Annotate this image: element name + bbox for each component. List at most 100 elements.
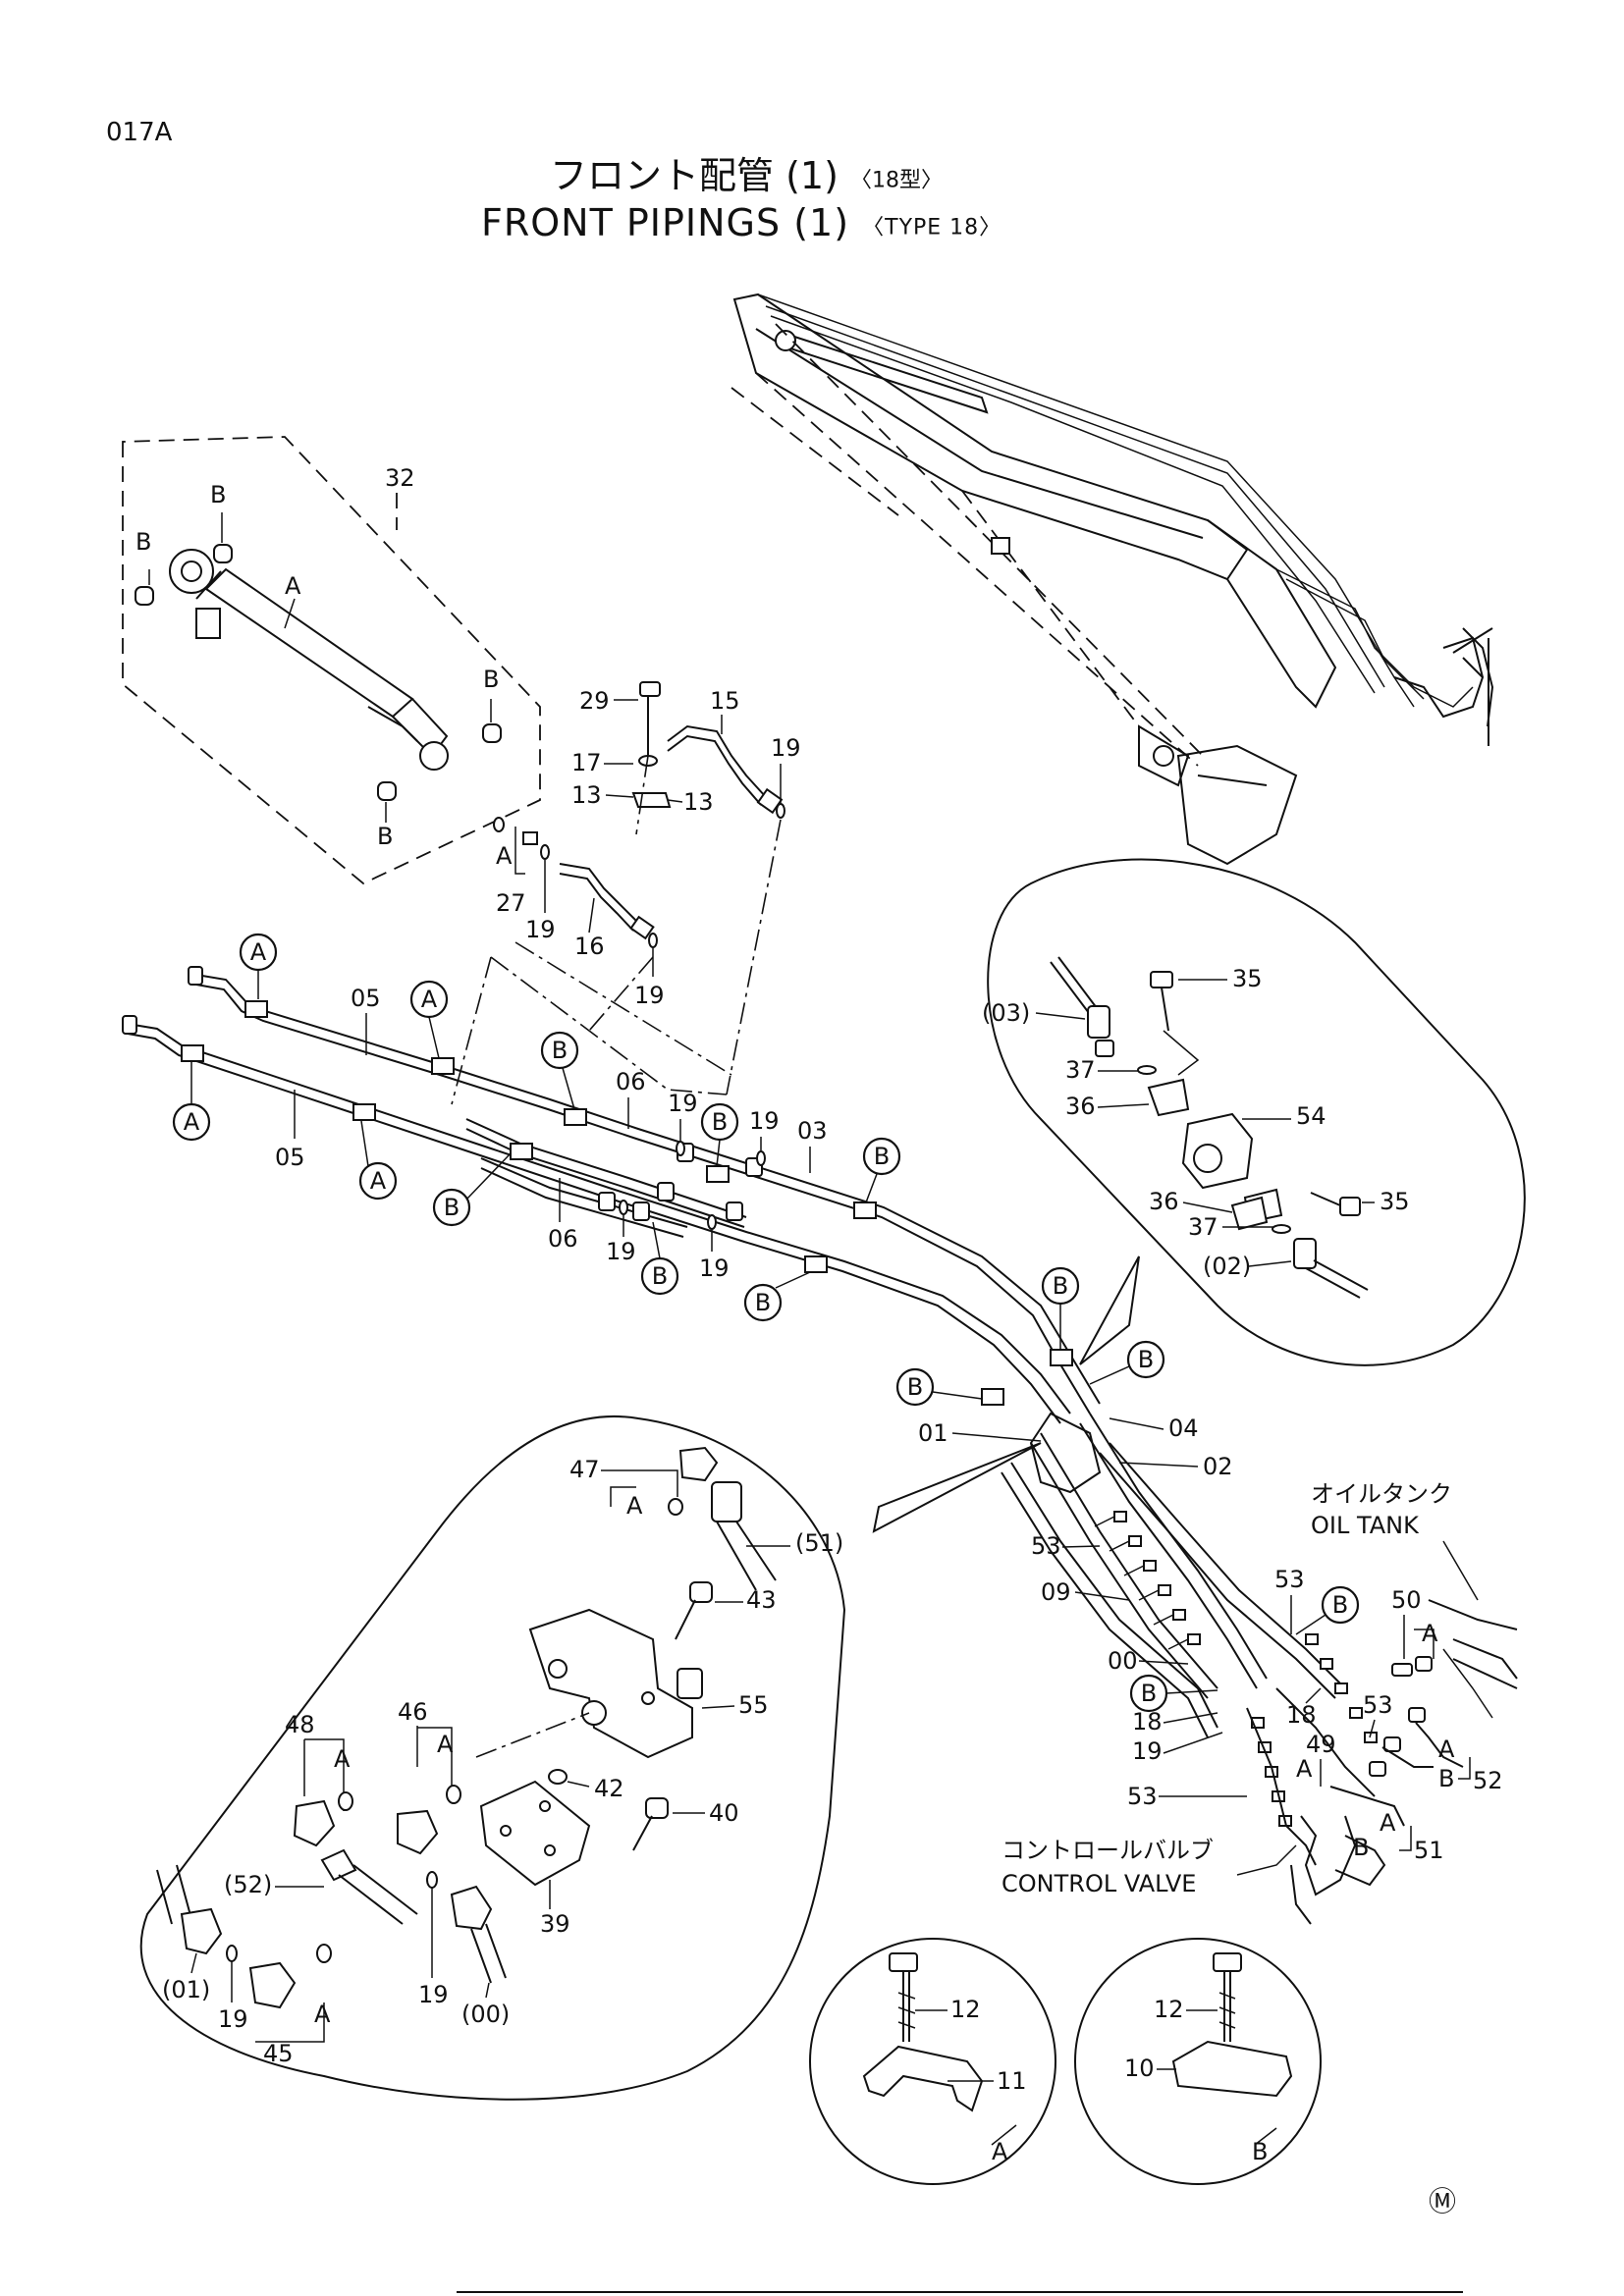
- callout-12-b: 12: [1154, 1996, 1184, 2023]
- label-a-49: A: [1296, 1755, 1313, 1783]
- callout-51: 51: [1414, 1837, 1444, 1864]
- bubble-a-3: A: [172, 1102, 211, 1142]
- callout-53-a: 53: [1031, 1532, 1061, 1560]
- callout-55: 55: [738, 1691, 769, 1719]
- control-valve-label-en: CONTROL VALVE: [1001, 1870, 1196, 1897]
- callout-29: 29: [579, 687, 610, 715]
- callout-40: 40: [709, 1799, 739, 1827]
- callout-12-a: 12: [950, 1996, 981, 2023]
- callout-10: 10: [1124, 2055, 1155, 2082]
- callout-19-a: 19: [771, 734, 801, 762]
- detail-valve-bubble: 47 A (51) 43 55 48 A 46 A: [139, 1415, 1042, 2101]
- svg-text:B: B: [1141, 1680, 1157, 1707]
- oil-tank-label-jp: オイルタンク: [1311, 1480, 1452, 1508]
- callout-19-g: 19: [699, 1255, 730, 1282]
- bubble-a-2: A: [409, 980, 449, 1019]
- control-valve-label-jp: コントロールバルブ: [1001, 1837, 1214, 1864]
- callout-36-b: 36: [1149, 1188, 1179, 1215]
- callout-49: 49: [1306, 1731, 1336, 1758]
- callout-27: 27: [496, 889, 526, 917]
- bubble-b-9: B: [895, 1367, 935, 1407]
- label-b-4: B: [377, 823, 393, 850]
- callout-37-a: 37: [1065, 1056, 1096, 1084]
- callout-05-a: 05: [351, 985, 381, 1012]
- callout-11: 11: [997, 2067, 1027, 2095]
- svg-text:B: B: [552, 1037, 568, 1064]
- callout-18-a: 18: [1132, 1708, 1163, 1735]
- callout-17: 17: [571, 749, 602, 776]
- callout-42: 42: [594, 1775, 624, 1802]
- svg-text:B: B: [755, 1289, 771, 1316]
- callout-15: 15: [710, 687, 740, 715]
- svg-text:A: A: [250, 938, 267, 966]
- callout-39: 39: [540, 1910, 570, 1938]
- detail-clamp-b: 12 10 B: [1074, 1938, 1322, 2185]
- svg-text:B: B: [712, 1108, 728, 1136]
- callout-03-paren: (03): [982, 999, 1030, 1027]
- svg-text:B: B: [907, 1373, 923, 1401]
- detail-solenoid-bubble: (03) 35 37 36 54 35 36 37 (02): [982, 858, 1526, 1366]
- label-b-3: B: [483, 666, 499, 693]
- svg-text:A: A: [184, 1108, 200, 1136]
- bubble-b-2: B: [700, 1102, 739, 1142]
- title-english-type: 〈TYPE 18〉: [862, 215, 1002, 240]
- svg-text:A: A: [370, 1167, 387, 1195]
- callout-09: 09: [1041, 1578, 1071, 1606]
- detail-clamp-a: 12 11 A: [809, 1938, 1056, 2185]
- title-japanese-type: 〈18型〉: [850, 168, 944, 193]
- callout-53-d: 53: [1127, 1783, 1158, 1810]
- main-hoses: [122, 966, 1101, 1424]
- callout-50: 50: [1391, 1586, 1422, 1614]
- callout-46: 46: [398, 1698, 428, 1726]
- upper-pipes: 29 15 19 17 13 13 A 27 19 16 19: [451, 681, 801, 1105]
- svg-text:A: A: [421, 986, 438, 1013]
- callout-19-c: 19: [634, 982, 665, 1009]
- footer-mark: Ⓜ: [1429, 2185, 1456, 2217]
- svg-text:B: B: [1332, 1591, 1348, 1619]
- bubble-a-4: A: [358, 1161, 398, 1201]
- callout-45: 45: [263, 2040, 294, 2067]
- callout-19-j: 19: [218, 2005, 248, 2033]
- bubble-b-10: B: [1321, 1585, 1360, 1625]
- callout-51-paren: (51): [795, 1529, 843, 1557]
- svg-text:B: B: [1138, 1346, 1154, 1373]
- label-b-2: B: [210, 481, 226, 508]
- callout-03: 03: [797, 1117, 828, 1145]
- oil-tank-label-en: OIL TANK: [1311, 1512, 1420, 1539]
- bubble-b-3: B: [862, 1137, 901, 1176]
- label-b-1: B: [135, 528, 151, 556]
- svg-text:B: B: [874, 1143, 890, 1170]
- callout-53-b: 53: [1274, 1566, 1305, 1593]
- callout-35-a: 35: [1232, 965, 1263, 992]
- callout-36-a: 36: [1065, 1093, 1096, 1120]
- page-code: 017A: [106, 118, 173, 147]
- label-clamp-a: A: [992, 2138, 1008, 2165]
- title-english: FRONT PIPINGS (1) 〈TYPE 18〉: [481, 201, 1001, 244]
- exploded-cylinder-box: 32 B B B B A: [122, 436, 541, 885]
- callout-13-a: 13: [571, 781, 602, 809]
- callout-05-b: 05: [275, 1144, 305, 1171]
- callout-00: 00: [1108, 1647, 1138, 1675]
- callout-13-b: 13: [683, 788, 714, 816]
- label-a-cyl: A: [285, 572, 301, 600]
- boom-arm-drawing: [731, 293, 1494, 866]
- svg-text:B: B: [652, 1262, 668, 1290]
- label-b-51: B: [1353, 1834, 1369, 1861]
- title-japanese: フロント配管 (1) 〈18型〉: [550, 145, 943, 199]
- label-a-46: A: [437, 1731, 454, 1758]
- svg-text:B: B: [1053, 1272, 1068, 1300]
- label-a-48: A: [334, 1745, 351, 1773]
- callout-54: 54: [1296, 1102, 1326, 1130]
- callout-16: 16: [574, 933, 605, 960]
- bubble-b-4: B: [432, 1188, 471, 1227]
- bubble-a-1: A: [239, 933, 278, 972]
- callout-19-i: 19: [418, 1981, 449, 2008]
- callout-37-b: 37: [1188, 1213, 1218, 1241]
- control-valve-area: [1001, 1412, 1518, 1925]
- label-a-51: A: [1380, 1809, 1396, 1837]
- bubble-b-5: B: [640, 1256, 679, 1296]
- callout-02: 02: [1203, 1453, 1233, 1480]
- callout-19-e: 19: [749, 1107, 780, 1135]
- bubble-b-7: B: [1041, 1266, 1080, 1306]
